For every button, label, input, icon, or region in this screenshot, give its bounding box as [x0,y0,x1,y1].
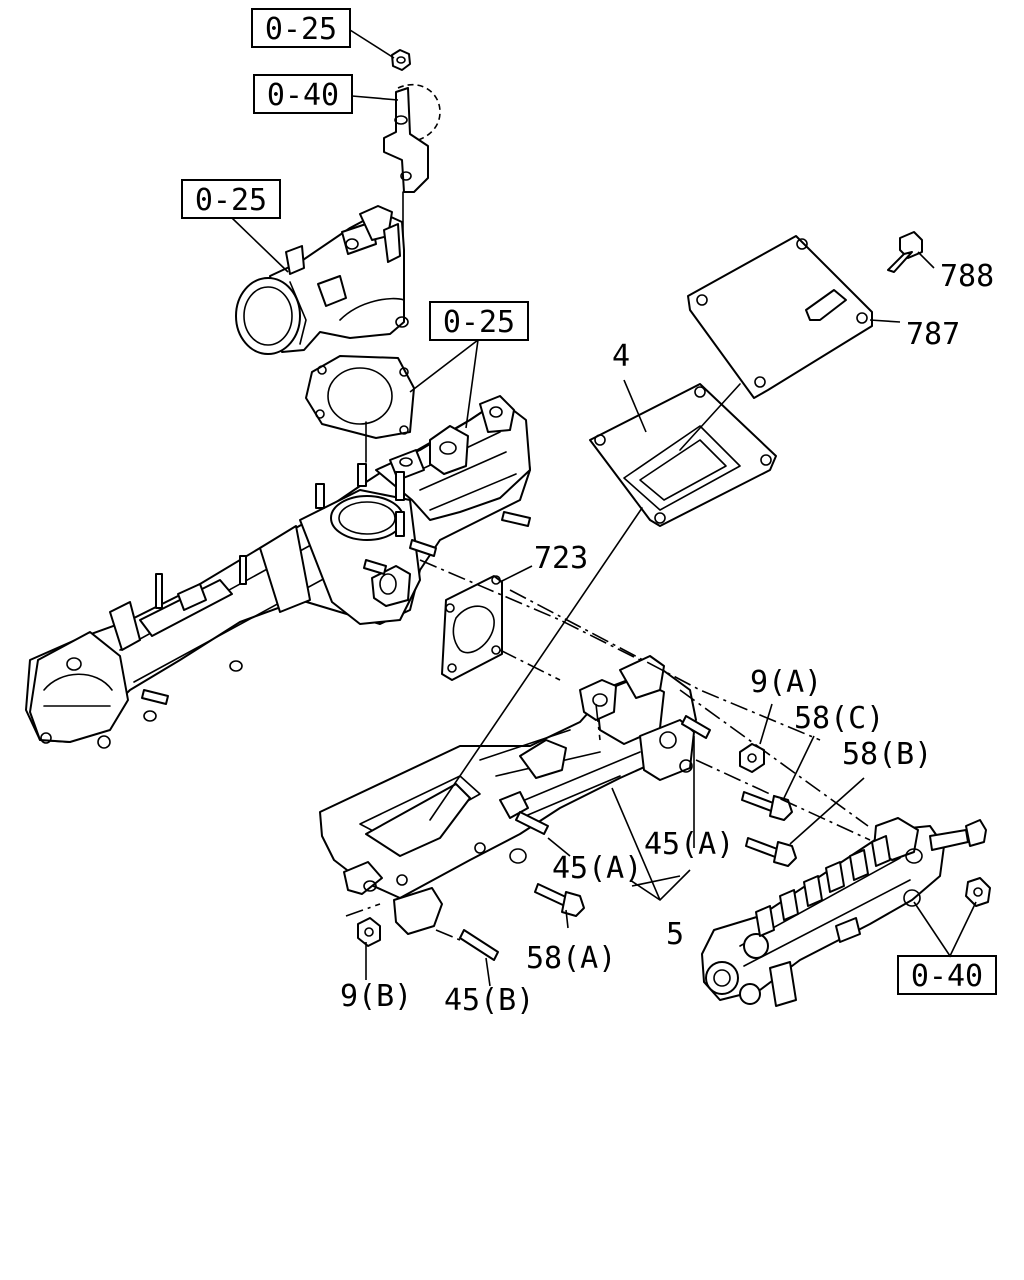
fuel-rail-plug [929,819,987,851]
gasket-4-guide-line [429,507,643,821]
ref-box-mid-0-25: 0-25 [429,301,529,341]
label-58a: 58(A) [526,941,616,976]
top-nut [391,49,411,71]
fuel-rail-nut [965,877,991,907]
stud-45b [459,929,499,961]
stud-45a-right [681,715,711,739]
ref-label-bottom-0-40: 0-40 [911,959,983,994]
gasket-4 [589,383,777,527]
stud-45a-left [515,811,549,835]
ref-label-throttle-0-25: 0-25 [195,183,267,218]
cover-plate-787 [687,235,873,399]
ref-label-top-0-40: 0-40 [267,78,339,113]
top-bracket [383,83,441,193]
bolt-58a [534,883,585,917]
nut-9a [739,743,765,773]
label-787: 787 [906,317,960,352]
ref-box-top-0-25: 0-25 [251,8,351,48]
manifold-studs [141,463,531,705]
label-45a-left: 45(A) [552,851,642,886]
bolt-788 [887,231,923,273]
label-9b: 9(B) [340,979,412,1014]
throttle-gasket [305,355,415,439]
ref-box-top-0-40: 0-40 [253,74,353,114]
cover-guide-line [679,383,741,451]
label-4: 4 [612,339,630,374]
label-45a-right: 45(A) [644,827,734,862]
label-9a: 9(A) [750,665,822,700]
label-723: 723 [534,541,588,576]
label-5: 5 [666,917,684,952]
leader-lines [231,29,977,987]
label-45b: 45(B) [444,983,534,1018]
fuel-rail-outlets [755,835,891,937]
intake-manifold [25,395,531,749]
label-58c: 58(C) [794,701,884,736]
ref-box-throttle-0-25: 0-25 [181,179,281,219]
nut-9b [357,917,381,947]
ref-label-top-0-25: 0-25 [265,12,337,47]
bolt-58b [745,837,797,867]
gasket-723 [441,575,503,681]
bolt-58c [741,791,793,821]
ref-label-mid-0-25: 0-25 [443,305,515,340]
ref-box-bottom-0-40: 0-40 [897,955,997,995]
label-788: 788 [940,259,994,294]
egr-housing-5 [319,655,697,935]
throttle-body [235,205,409,355]
label-58b: 58(B) [842,737,932,772]
